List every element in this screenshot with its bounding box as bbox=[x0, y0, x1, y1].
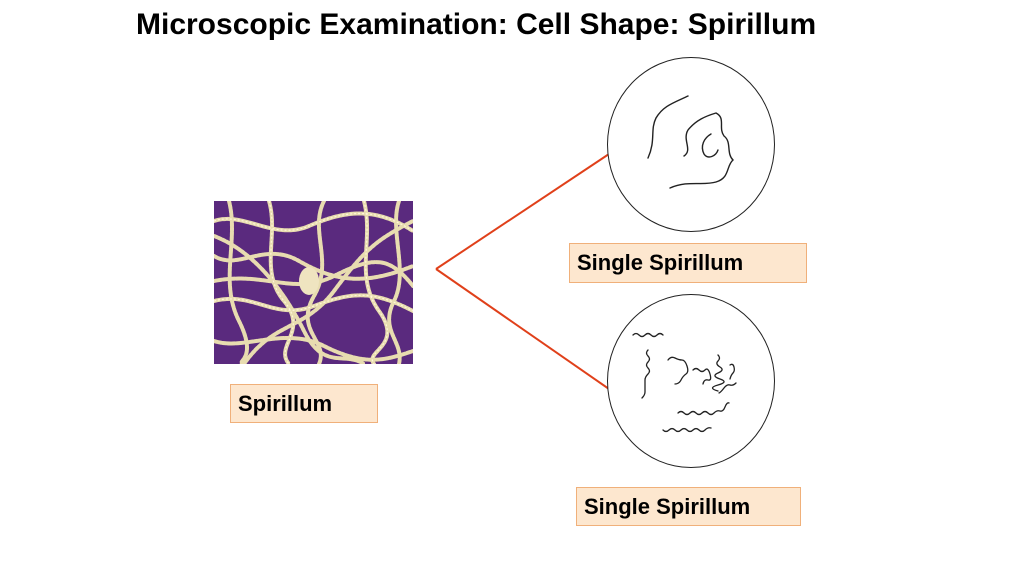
single-spirillum-view-bottom bbox=[607, 294, 775, 468]
single-spirillum-view-top bbox=[607, 57, 775, 232]
connector-line-bottom bbox=[435, 268, 610, 390]
slide-title: Microscopic Examination: Cell Shape: Spi… bbox=[136, 8, 817, 41]
spirillum-drawing-bottom bbox=[632, 332, 737, 433]
spirillum-label: Spirillum bbox=[230, 384, 378, 423]
spirillum-micrograph bbox=[214, 201, 413, 364]
single-spirillum-label-bottom: Single Spirillum bbox=[576, 487, 801, 526]
single-spirillum-label-top: Single Spirillum bbox=[569, 243, 807, 283]
spirillum-drawing-top bbox=[647, 95, 735, 189]
connector-line-top bbox=[435, 153, 610, 270]
